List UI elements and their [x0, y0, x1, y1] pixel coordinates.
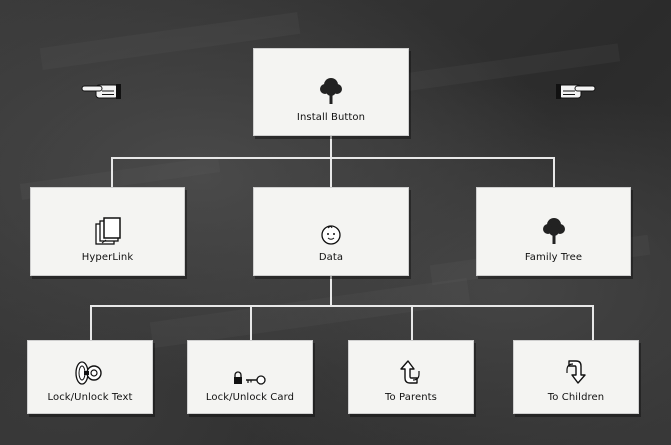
connector-data-down	[330, 276, 332, 306]
pointing-hand-right-icon[interactable]	[553, 80, 597, 106]
lock-unlock-card-card[interactable]: Lock/Unlock Card	[187, 340, 313, 414]
to-children-label: To Children	[547, 392, 605, 403]
stacked-cards-icon	[94, 216, 122, 246]
arrow-down-icon	[564, 358, 588, 386]
to-parents-label: To Parents	[385, 392, 437, 403]
connector-to-lock-text	[90, 305, 92, 340]
to-children-card[interactable]: To Children	[513, 340, 639, 414]
connector-bottom-bar	[90, 305, 594, 307]
family-tree-label: Family Tree	[524, 252, 583, 263]
to-parents-card[interactable]: To Parents	[348, 340, 474, 414]
lock-and-key-icon	[232, 370, 268, 386]
arrow-up-icon	[399, 358, 423, 386]
connector-to-lock-card	[250, 305, 252, 340]
key-icon	[74, 360, 106, 386]
family-tree-card[interactable]: Family Tree	[476, 187, 631, 276]
connector-to-children	[592, 305, 594, 340]
connector-to-family-tree	[553, 157, 555, 187]
hyperlink-label: HyperLink	[81, 252, 134, 263]
tree-icon	[541, 216, 567, 246]
data-card[interactable]: Data	[253, 187, 409, 276]
install-button-label: Install Button	[296, 112, 366, 123]
tree-icon	[318, 76, 344, 106]
connector-middle-bar	[111, 157, 555, 159]
pointing-hand-left-icon[interactable]	[80, 80, 124, 106]
connector-to-parents	[411, 305, 413, 340]
connector-root-down	[330, 136, 332, 158]
connector-to-hyperlink	[111, 157, 113, 187]
install-button-card[interactable]: Install Button	[253, 48, 409, 136]
connector-to-data	[330, 157, 332, 187]
lock-unlock-card-label: Lock/Unlock Card	[205, 392, 295, 403]
baby-face-icon	[320, 224, 342, 246]
hyperlink-card[interactable]: HyperLink	[30, 187, 185, 276]
lock-unlock-text-label: Lock/Unlock Text	[47, 392, 133, 403]
data-label: Data	[318, 252, 344, 263]
lock-unlock-text-card[interactable]: Lock/Unlock Text	[27, 340, 153, 414]
